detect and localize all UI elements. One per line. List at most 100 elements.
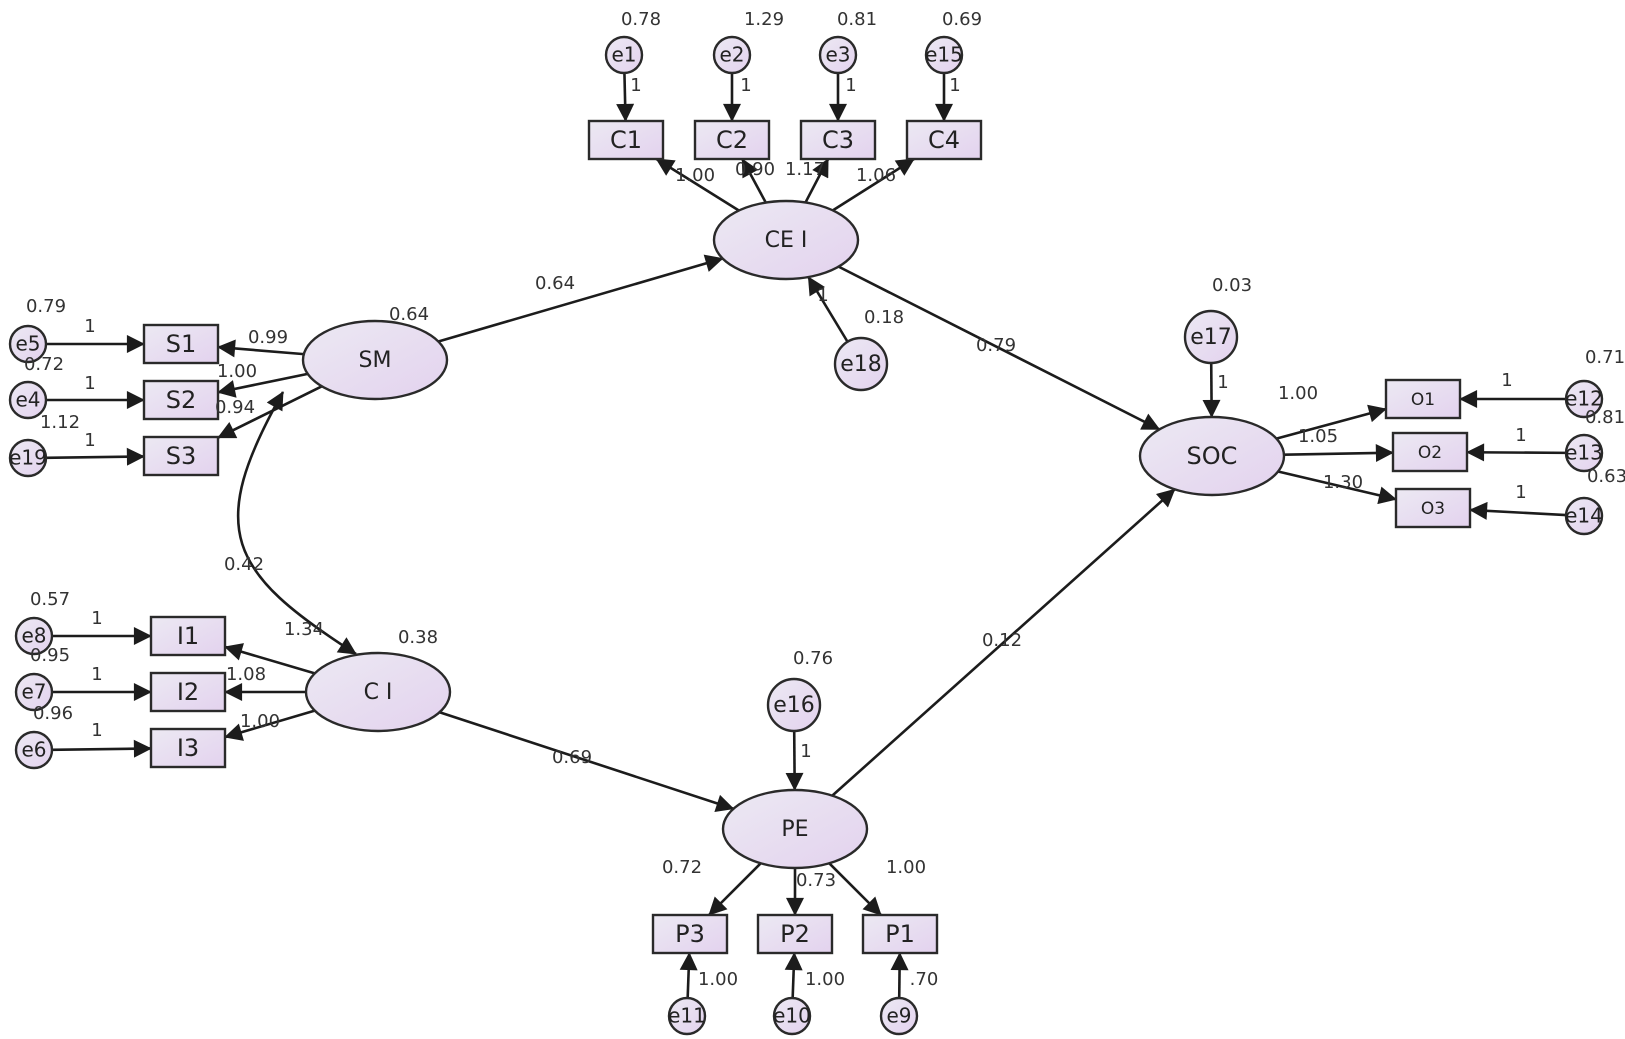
path-weight-label: .70 — [910, 969, 939, 990]
error-term-e6[interactable]: e6 — [14, 730, 54, 770]
indicator-shape — [905, 119, 983, 161]
indicator-label: I1 — [177, 622, 199, 650]
indicator-label: I3 — [177, 734, 199, 762]
path-cei-to-c4 — [832, 157, 915, 212]
path-weight-label: 1 — [84, 430, 95, 451]
error-term-label: e4 — [15, 388, 40, 412]
variance-label: 0.96 — [33, 703, 73, 724]
latent-shape — [1138, 415, 1286, 497]
latent-sm[interactable]: SM — [301, 319, 449, 401]
indicator-c2[interactable]: C2 — [693, 119, 771, 161]
indicator-i2[interactable]: I2 — [149, 671, 227, 713]
indicator-p1[interactable]: P1 — [861, 913, 939, 955]
error-term-shape — [833, 336, 889, 392]
error-term-shape — [924, 35, 964, 75]
path-pe-to-soc — [831, 488, 1176, 797]
indicator-label: C2 — [716, 126, 748, 154]
error-term-e15[interactable]: e15 — [924, 35, 964, 75]
indicator-i1[interactable]: I1 — [149, 615, 227, 657]
error-term-label: e2 — [719, 43, 744, 67]
error-term-shape — [14, 672, 54, 712]
path-weight-label: 1.00 — [698, 969, 738, 990]
error-term-e1[interactable]: e1 — [604, 35, 644, 75]
indicator-shape — [861, 913, 939, 955]
path-weight-label: 1.00 — [886, 857, 926, 878]
indicator-p2[interactable]: P2 — [756, 913, 834, 955]
variance-label: 0.03 — [1212, 275, 1252, 296]
latent-ci[interactable]: C I — [304, 651, 452, 733]
path-weight-label: 1.00 — [805, 969, 845, 990]
path-cei-to-c3 — [804, 158, 830, 204]
error-term-e11[interactable]: e11 — [667, 996, 707, 1036]
error-term-shape — [1564, 433, 1604, 473]
indicator-i3[interactable]: I3 — [149, 727, 227, 769]
error-term-e13[interactable]: e13 — [1564, 433, 1604, 473]
indicator-shape — [1391, 431, 1469, 473]
indicator-shape — [142, 435, 220, 477]
indicator-shape — [651, 913, 729, 955]
path-e10-to-p2 — [784, 952, 803, 999]
indicator-c1[interactable]: C1 — [587, 119, 665, 161]
path-sm-to-s2 — [217, 372, 308, 398]
error-term-shape — [667, 996, 707, 1036]
variance-label: 0.64 — [389, 304, 429, 325]
path-weight-label: 1.00 — [240, 711, 280, 732]
latent-soc[interactable]: SOC — [1138, 415, 1286, 497]
error-term-label: e1 — [611, 43, 636, 67]
variance-label: 0.69 — [942, 9, 982, 30]
indicator-s2[interactable]: S2 — [142, 379, 220, 421]
error-term-e12[interactable]: e12 — [1564, 379, 1604, 419]
error-term-e9[interactable]: e9 — [879, 996, 919, 1036]
indicator-label: P2 — [780, 920, 810, 948]
error-term-e16[interactable]: e16 — [766, 677, 822, 733]
latent-label: SOC — [1187, 442, 1238, 470]
error-term-e4[interactable]: e4 — [8, 380, 48, 420]
error-term-shape — [8, 380, 48, 420]
path-e14-to-o3 — [1469, 501, 1567, 520]
error-term-shape — [772, 996, 812, 1036]
error-term-e18[interactable]: e18 — [833, 336, 889, 392]
indicator-shape — [756, 913, 834, 955]
error-term-e8[interactable]: e8 — [14, 616, 54, 656]
path-weight-label: 0.99 — [248, 327, 288, 348]
error-term-e3[interactable]: e3 — [818, 35, 858, 75]
error-term-e10[interactable]: e10 — [772, 996, 812, 1036]
indicator-s3[interactable]: S3 — [142, 435, 220, 477]
latent-shape — [304, 651, 452, 733]
error-term-shape — [14, 730, 54, 770]
variance-label: 0.78 — [621, 9, 661, 30]
latent-label: CE I — [765, 228, 808, 253]
indicator-p3[interactable]: P3 — [651, 913, 729, 955]
path-e13-to-o2 — [1466, 443, 1567, 462]
indicator-label: P1 — [885, 920, 915, 948]
error-term-e5[interactable]: e5 — [8, 324, 48, 364]
error-term-shape — [712, 35, 752, 75]
indicator-o3[interactable]: O3 — [1394, 487, 1472, 529]
error-term-e2[interactable]: e2 — [712, 35, 752, 75]
indicator-c4[interactable]: C4 — [905, 119, 983, 161]
path-e1-to-c1 — [616, 72, 635, 122]
error-term-label: e17 — [1190, 325, 1232, 350]
path-pe-to-p1 — [828, 862, 882, 916]
path-weight-label: 0.64 — [535, 273, 575, 294]
path-soc-to-o1 — [1276, 404, 1387, 440]
indicator-c3[interactable]: C3 — [799, 119, 877, 161]
error-term-shape — [14, 616, 54, 656]
latent-pe[interactable]: PE — [721, 788, 869, 870]
variance-label: 0.57 — [30, 589, 70, 610]
error-term-label: e11 — [668, 1004, 706, 1028]
error-term-shape — [1183, 309, 1239, 365]
error-term-e14[interactable]: e14 — [1564, 496, 1604, 536]
error-term-e19[interactable]: e19 — [8, 438, 48, 478]
error-term-e17[interactable]: e17 — [1183, 309, 1239, 365]
covariance-label: 0.42 — [224, 554, 264, 575]
error-term-e7[interactable]: e7 — [14, 672, 54, 712]
variance-label: 0.71 — [1585, 347, 1625, 368]
indicator-s1[interactable]: S1 — [142, 323, 220, 365]
path-weight-label: 1 — [84, 373, 95, 394]
path-weight-label: 0.69 — [552, 747, 592, 768]
indicator-o2[interactable]: O2 — [1391, 431, 1469, 473]
latent-cei[interactable]: CE I — [712, 199, 860, 281]
indicator-o1[interactable]: O1 — [1384, 378, 1462, 420]
